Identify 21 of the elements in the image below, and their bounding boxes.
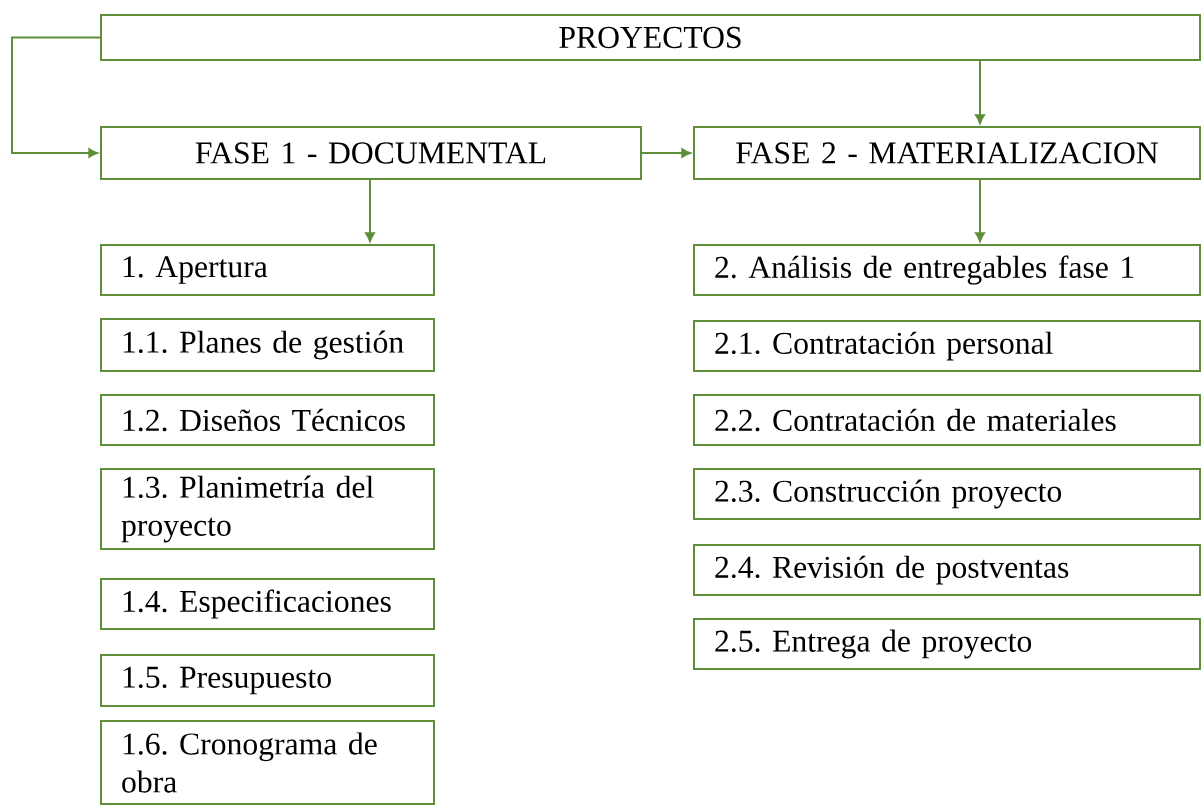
item-box: 1. Apertura: [100, 244, 435, 296]
item-box: 1.5. Presupuesto: [100, 654, 435, 707]
item-box: 2.1. Contratación personal: [693, 320, 1201, 372]
item-box: 1.3. Planimetría del proyecto: [100, 468, 435, 550]
arrow: [975, 179, 985, 242]
item-box: 1.1. Planes de gestión: [100, 318, 435, 372]
item-box: 1.4. Especificaciones: [100, 578, 435, 630]
item-box: 1.6. Cronograma de obra: [100, 720, 435, 805]
item-box: 2.5. Entrega de proyecto: [693, 618, 1201, 670]
heading-box: FASE 1 - DOCUMENTAL: [100, 126, 642, 180]
item-box: 2.3. Construcción proyecto: [693, 468, 1201, 520]
item-box: 2. Análisis de entregables fase 1: [693, 244, 1201, 296]
arrow: [11, 36, 101, 158]
item-box: 1.2. Diseños Técnicos: [100, 394, 435, 446]
item-box: 2.2. Contratación de materiales: [693, 394, 1201, 446]
arrow: [365, 179, 375, 242]
heading-box: PROYECTOS: [100, 14, 1201, 61]
arrow: [975, 60, 985, 124]
heading-box: FASE 2 - MATERIALIZACION: [693, 126, 1201, 180]
item-box: 2.4. Revisión de postventas: [693, 544, 1201, 596]
arrow: [641, 148, 691, 158]
